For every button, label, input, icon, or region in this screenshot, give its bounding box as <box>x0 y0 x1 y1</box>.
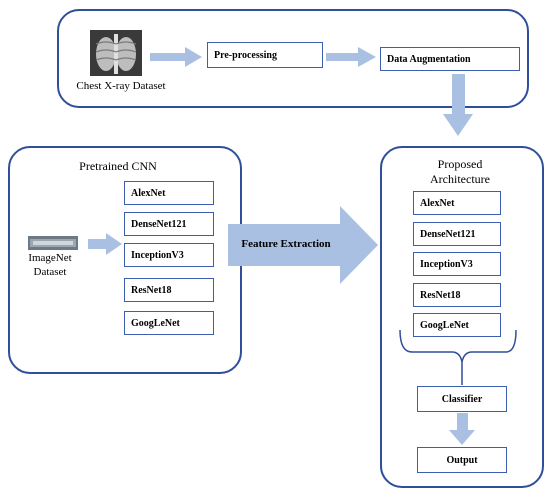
feature-extraction-label: Feature Extraction <box>241 238 331 250</box>
arrow-xray-to-preprocessing <box>150 47 202 67</box>
left-model-googlenet: GoogLeNet <box>124 311 214 335</box>
pretrained-cnn-title: Pretrained CNN <box>79 159 157 173</box>
output-box: Output <box>417 447 507 473</box>
data-augmentation-box: Data Augmentation <box>380 47 520 71</box>
left-model-densenet121: DenseNet121 <box>124 212 214 236</box>
arrow-imagenet-to-models <box>88 233 122 255</box>
proposed-title-line1: Proposed <box>437 157 483 171</box>
left-model-inceptionv3: InceptionV3 <box>124 243 214 267</box>
imagenet-image <box>28 236 78 250</box>
left-model-alexnet: AlexNet <box>124 181 214 205</box>
chest-xray-dataset-label: Chest X-ray Dataset <box>76 80 166 92</box>
imagenet-label-line2: Dataset <box>33 266 67 278</box>
arrow-preprocessing-to-augmentation <box>326 47 376 67</box>
right-model-alexnet: AlexNet <box>413 191 501 215</box>
left-model-resnet18: ResNet18 <box>124 278 214 302</box>
imagenet-label-line1: ImageNet <box>28 252 72 264</box>
right-model-inceptionv3: InceptionV3 <box>413 252 501 276</box>
preprocessing-box: Pre-processing <box>207 42 323 68</box>
arrow-classifier-to-output <box>449 413 475 445</box>
chest-xray-image <box>90 30 142 76</box>
classifier-box: Classifier <box>417 386 507 412</box>
arrow-feature-extraction <box>228 206 378 284</box>
arrow-augmentation-down <box>443 74 473 136</box>
right-model-densenet121: DenseNet121 <box>413 222 501 246</box>
right-model-googlenet: GoogLeNet <box>413 313 501 337</box>
right-model-resnet18: ResNet18 <box>413 283 501 307</box>
proposed-title-line2: Architecture <box>430 172 490 186</box>
